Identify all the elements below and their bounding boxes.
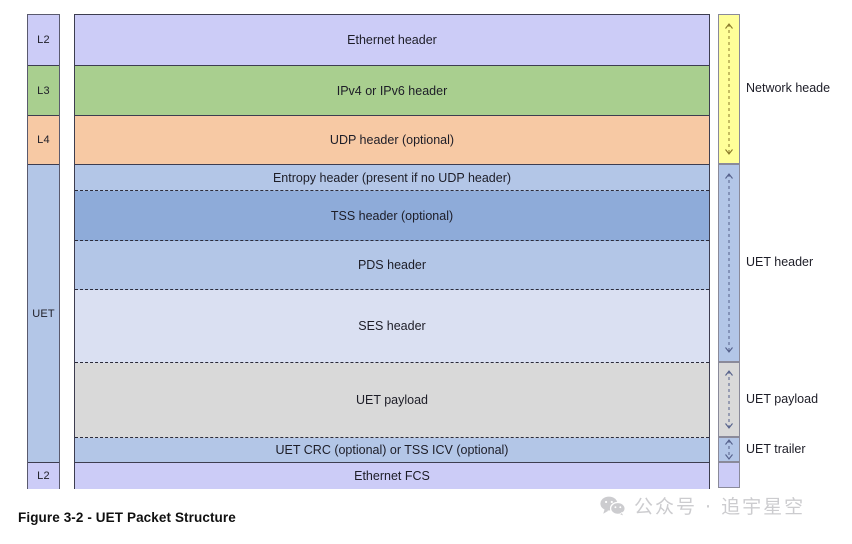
layer-label-l2-4: L2: [28, 463, 59, 489]
packet-field-pds-header: PDS header: [75, 241, 709, 290]
packet-field-label: UDP header (optional): [329, 133, 455, 147]
packet-field-label: UET CRC (optional) or TSS ICV (optional): [275, 443, 509, 457]
bracket-bar-uet-header: [718, 164, 740, 362]
wechat-icon: [600, 496, 626, 517]
layer-label-l2-0: L2: [28, 15, 59, 66]
bracket-label-uet-header: UET header: [746, 255, 814, 269]
layer-label-text: L2: [37, 470, 50, 482]
packet-field-ipv4-or-ipv6-header: IPv4 or IPv6 header: [75, 66, 709, 116]
packet-field-uet-payload: UET payload: [75, 363, 709, 438]
bracket-bar-spacer: [718, 462, 740, 488]
packet-field-ethernet-header: Ethernet header: [75, 15, 709, 66]
packet-field-udp-header-optional: UDP header (optional): [75, 116, 709, 165]
watermark-text: 公众号 · 追宇星空: [634, 496, 806, 518]
packet-field-label: Ethernet header: [347, 33, 437, 47]
bracket-bar-uet-trailer: [718, 437, 740, 462]
watermark: 公众号 · 追宇星空: [600, 492, 805, 519]
layer-label-text: UET: [32, 307, 55, 320]
packet-field-label: TSS header (optional): [330, 208, 454, 223]
packet-field-entropy-header-present-if-no-udp-h: Entropy header (present if no UDP header…: [75, 165, 709, 191]
packet-field-ses-header: SES header: [75, 290, 709, 363]
packet-field-label: Ethernet FCS: [354, 469, 430, 483]
packet-field-label: UET payload: [355, 393, 429, 407]
packet-field-label: Entropy header (present if no UDP header…: [272, 170, 512, 185]
packet-field-label: PDS header: [357, 258, 427, 272]
figure-caption: Figure 3-2 - UET Packet Structure: [18, 510, 236, 525]
layer-label-uet-3: UET: [28, 165, 59, 463]
layer-label-text: L4: [37, 134, 50, 146]
layer-label-text: L2: [37, 34, 50, 46]
layer-label-l3-1: L3: [28, 66, 59, 116]
bracket-label-uet-payload: UET payload: [746, 391, 819, 406]
layer-label-text: L3: [37, 84, 50, 97]
bracket-bar-network-heade: [718, 14, 740, 164]
packet-field-tss-header-optional: TSS header (optional): [75, 191, 709, 241]
bracket-bar-uet-payload: [718, 362, 740, 437]
bracket-label-network-heade: Network heade: [746, 81, 831, 95]
packet-field-uet-crc-optional-or-tss-icv-option: UET CRC (optional) or TSS ICV (optional): [75, 438, 709, 463]
layer-label-l4-2: L4: [28, 116, 59, 165]
bracket-label-uet-trailer: UET trailer: [746, 441, 806, 456]
packet-field-label: IPv4 or IPv6 header: [336, 83, 448, 98]
packet-field-ethernet-fcs: Ethernet FCS: [75, 463, 709, 489]
packet-field-label: SES header: [358, 319, 426, 333]
